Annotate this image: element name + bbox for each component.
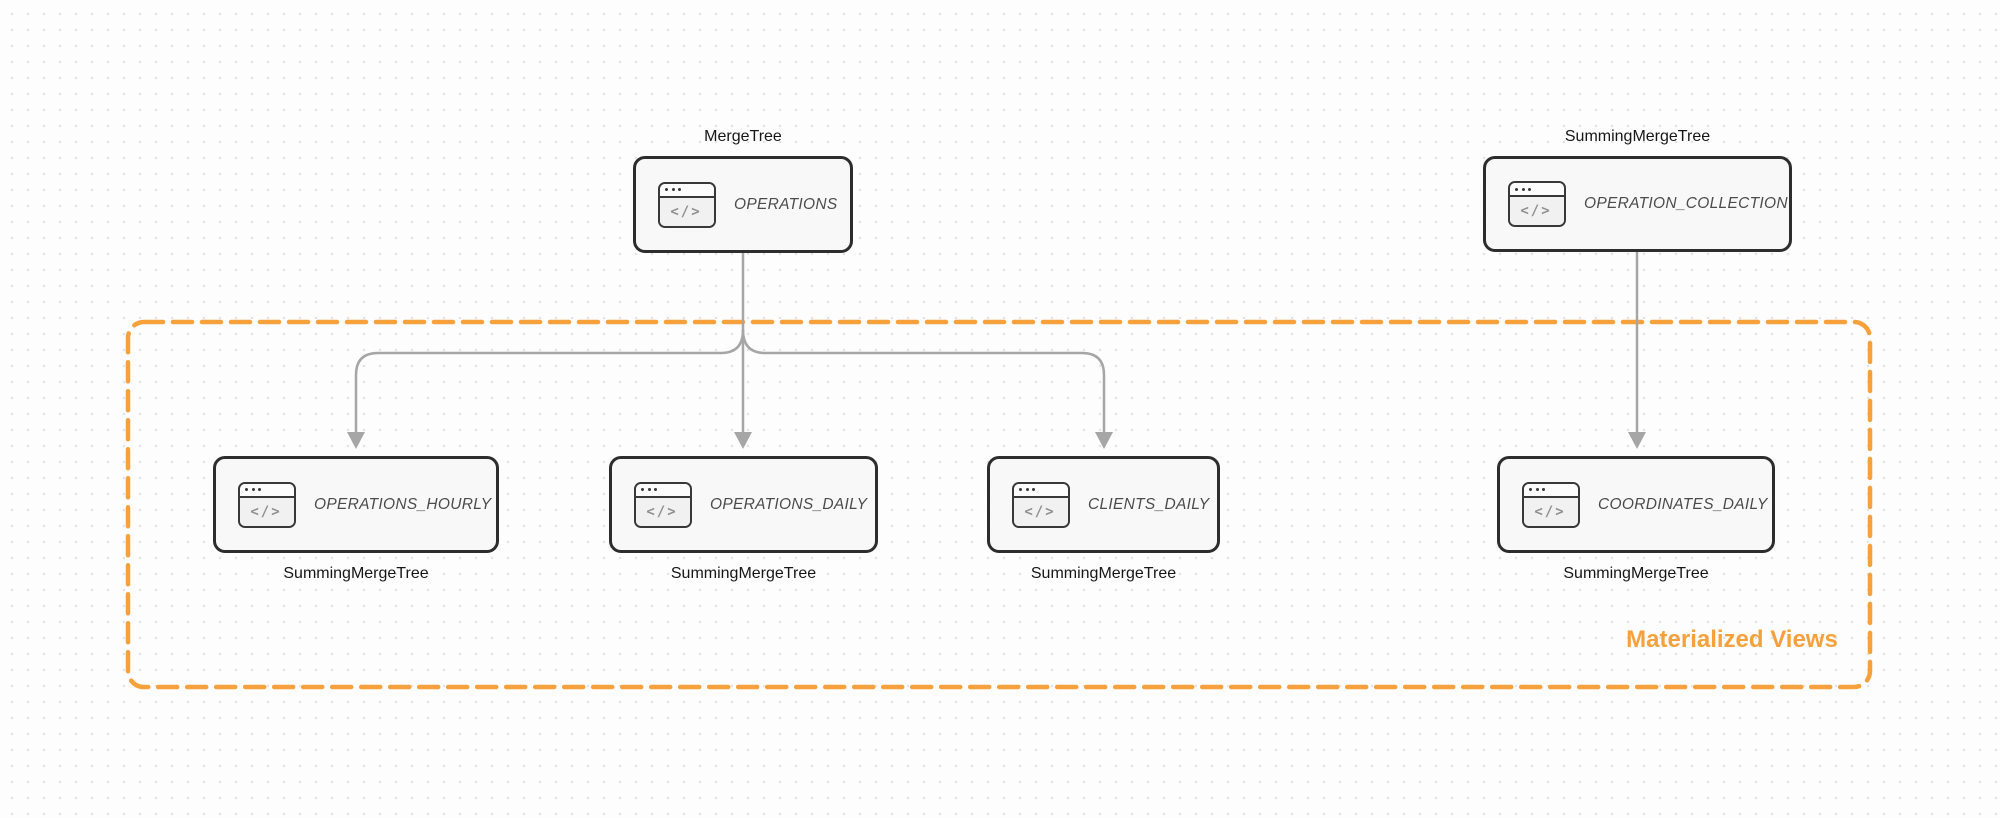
icon-header-dots	[1014, 483, 1068, 498]
node-title: OPERATIONS_HOURLY	[314, 495, 492, 513]
code-glyph: </>	[636, 497, 690, 526]
icon-header-dots	[660, 183, 714, 198]
engine-label: SummingMergeTree	[670, 565, 817, 582]
icon-header-dots	[1510, 183, 1564, 197]
node-box[interactable]: </> COORDINATES_DAILY	[1497, 456, 1775, 553]
node-title: CLIENTS_DAILY	[1088, 495, 1210, 513]
engine-label: SummingMergeTree	[1030, 565, 1177, 582]
node-box[interactable]: </> OPERATIONS_HOURLY	[213, 456, 499, 553]
engine-label: MergeTree	[704, 128, 782, 145]
node-title: OPERATION_COLLECTION	[1584, 195, 1788, 212]
node-title: OPERATIONS	[734, 195, 838, 213]
arrowhead-icon	[347, 432, 365, 449]
materialized-views-label: Materialized Views	[1626, 626, 1838, 653]
node-box[interactable]: </> OPERATIONS_DAILY	[609, 456, 878, 553]
code-window-icon: </>	[1508, 181, 1566, 227]
arrowhead-icon	[734, 432, 752, 449]
node-title: COORDINATES_DAILY	[1598, 495, 1768, 513]
code-glyph: </>	[1014, 497, 1068, 526]
icon-header-dots	[636, 483, 690, 498]
engine-label: SummingMergeTree	[1564, 128, 1711, 145]
arrowhead-icon	[1095, 432, 1113, 449]
node-clients-daily[interactable]: SummingMergeTree </> CLIENTS_DAILY	[987, 456, 1220, 582]
icon-header-dots	[240, 483, 294, 498]
code-window-icon: </>	[658, 181, 716, 228]
icon-header-dots	[1524, 483, 1578, 498]
node-operations-daily[interactable]: SummingMergeTree </> OPERATIONS_DAILY	[609, 456, 878, 582]
node-operations[interactable]: MergeTree </> OPERATIONS	[633, 128, 853, 253]
node-box[interactable]: </> OPERATIONS	[633, 156, 853, 253]
node-operations-hourly[interactable]: SummingMergeTree </> OPERATIONS_HOURLY	[213, 456, 499, 582]
code-glyph: </>	[1524, 497, 1578, 526]
node-title: OPERATIONS_DAILY	[710, 495, 868, 513]
code-glyph: </>	[660, 197, 714, 226]
engine-label: SummingMergeTree	[1563, 565, 1709, 582]
edge-operations-to-operations-hourly[interactable]	[354, 329, 745, 433]
engine-label: SummingMergeTree	[283, 565, 429, 582]
code-window-icon: </>	[634, 481, 692, 528]
code-glyph: </>	[240, 497, 294, 526]
materialized-views-group-border[interactable]	[125, 319, 1873, 690]
code-window-icon: </>	[238, 481, 296, 528]
edge-operations-to-clients-daily[interactable]	[741, 329, 1106, 433]
node-operation-collection[interactable]: SummingMergeTree </> OPERATION_COLLECTIO…	[1483, 128, 1792, 252]
node-box[interactable]: </> OPERATION_COLLECTION	[1483, 156, 1792, 252]
node-box[interactable]: </> CLIENTS_DAILY	[987, 456, 1220, 553]
code-window-icon: </>	[1522, 481, 1580, 528]
node-coordinates-daily[interactable]: SummingMergeTree </> COORDINATES_DAILY	[1497, 456, 1775, 582]
arrowhead-icon	[1628, 432, 1646, 449]
code-window-icon: </>	[1012, 481, 1070, 528]
code-glyph: </>	[1510, 197, 1564, 225]
